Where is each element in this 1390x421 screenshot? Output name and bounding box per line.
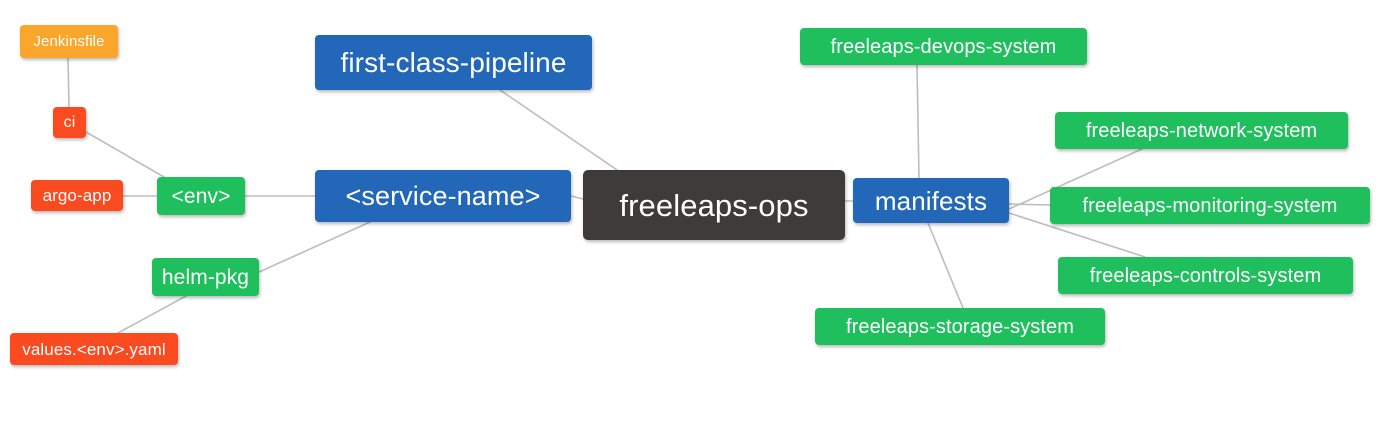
edge-manifests-to-freeleaps-monitoring-system xyxy=(1008,203,1051,206)
node-service-name[interactable]: <service-name> xyxy=(315,170,571,222)
edge-freeleaps-ops-to-first-class-pipeline xyxy=(499,89,621,173)
node-first-class-pipeline[interactable]: first-class-pipeline xyxy=(315,35,592,90)
node-manifests[interactable]: manifests xyxy=(853,178,1009,223)
edge-manifests-to-freeleaps-storage-system xyxy=(927,222,964,309)
node-jenkinsfile[interactable]: Jenkinsfile xyxy=(20,25,118,58)
edge-env-to-ci xyxy=(85,131,165,178)
node-helm-pkg[interactable]: helm-pkg xyxy=(152,258,259,296)
node-ci[interactable]: ci xyxy=(53,107,86,138)
node-freeleaps-monitoring-system[interactable]: freeleaps-monitoring-system xyxy=(1050,187,1370,224)
node-freeleaps-ops[interactable]: freeleaps-ops xyxy=(583,170,845,240)
edge-helm-pkg-to-values-env-yaml xyxy=(117,295,187,334)
edge-ci-to-jenkinsfile xyxy=(67,57,70,108)
edge-freeleaps-ops-to-service-name xyxy=(570,195,584,200)
edge-service-name-to-helm-pkg xyxy=(258,221,371,273)
node-argo-app[interactable]: argo-app xyxy=(31,180,123,211)
node-freeleaps-devops-system[interactable]: freeleaps-devops-system xyxy=(800,28,1087,65)
node-env[interactable]: <env> xyxy=(157,177,245,215)
node-freeleaps-storage-system[interactable]: freeleaps-storage-system xyxy=(815,308,1105,345)
edge-manifests-to-freeleaps-devops-system xyxy=(916,64,920,179)
node-values-env-yaml[interactable]: values.<env>.yaml xyxy=(10,333,178,365)
node-freeleaps-network-system[interactable]: freeleaps-network-system xyxy=(1055,112,1348,149)
node-freeleaps-controls-system[interactable]: freeleaps-controls-system xyxy=(1058,257,1353,294)
